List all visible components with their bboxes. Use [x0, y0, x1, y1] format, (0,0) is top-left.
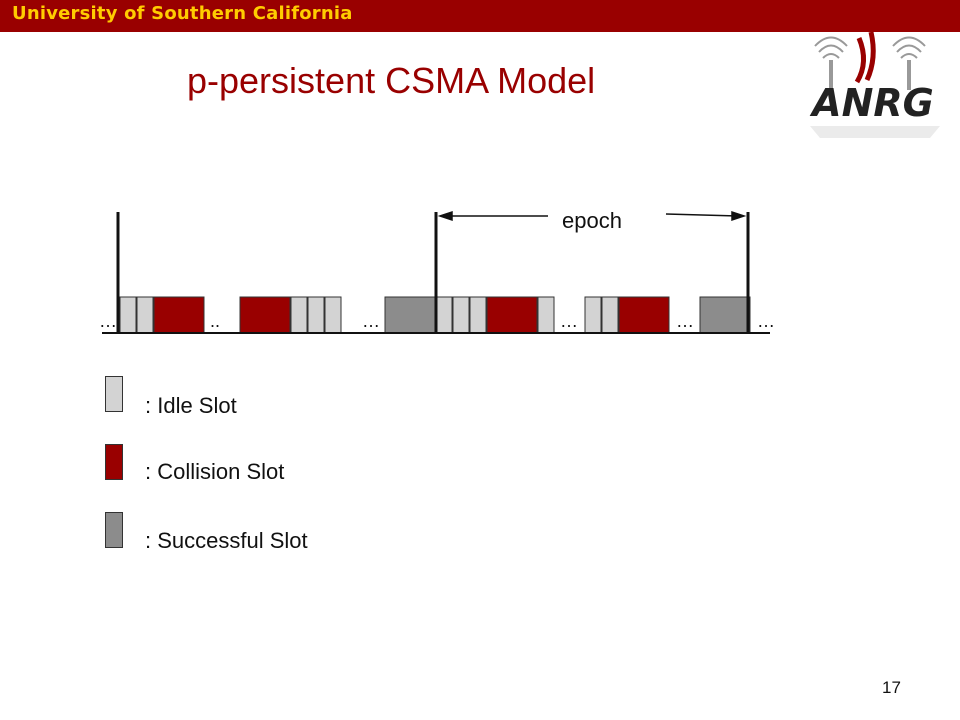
ellipsis-5: … [676, 311, 694, 331]
anrg-logo: ANRG [809, 31, 940, 138]
signal-arcs-icon [854, 31, 876, 84]
idle-slot [452, 296, 470, 334]
slide-title: p-persistent CSMA Model [187, 60, 596, 101]
idle-slot [584, 296, 602, 334]
page-number: 17 [882, 678, 901, 697]
idle-slot [601, 296, 619, 334]
idle-slot [307, 296, 325, 334]
banner-title: University of Southern California [12, 3, 353, 24]
ellipsis-2: .. [210, 311, 220, 331]
ellipsis-3: … [362, 311, 380, 331]
legend-swatch-idle [105, 376, 123, 412]
idle-slot [324, 296, 342, 334]
ellipsis-6: … [757, 311, 775, 331]
idle-slot [136, 296, 154, 334]
idle-slot [537, 296, 555, 334]
collision-slot [618, 296, 670, 334]
ellipsis-1: … [99, 311, 117, 331]
university-banner: University of Southern California [0, 0, 960, 32]
wireless-signal-icon [814, 36, 926, 90]
idle-slot [290, 296, 308, 334]
logo-text: ANRG [809, 81, 934, 125]
idle-slot [119, 296, 137, 334]
idle-slot [435, 296, 453, 334]
legend-label-collision: : Collision Slot [145, 459, 285, 484]
epoch-label: epoch [562, 208, 622, 233]
collision-slot [486, 296, 538, 334]
legend-label-success: : Successful Slot [145, 528, 308, 553]
success-slot [384, 296, 436, 334]
ellipsis-4: … [560, 311, 578, 331]
collision-slot [239, 296, 291, 334]
legend-label-idle: : Idle Slot [145, 393, 237, 418]
collision-slot [153, 296, 205, 334]
legend-swatch-success [105, 512, 123, 548]
legend-swatch-collision [105, 444, 123, 480]
success-slot [699, 296, 751, 334]
idle-slot [469, 296, 487, 334]
epoch-arrow [437, 210, 747, 222]
